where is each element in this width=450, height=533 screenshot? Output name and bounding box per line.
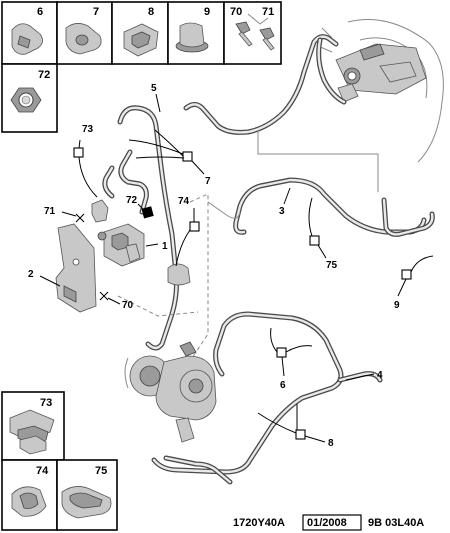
- callout-box-73: [73, 147, 84, 158]
- part-number-74: 74: [36, 465, 49, 477]
- callout-70: 70: [122, 300, 134, 311]
- part-number-6: 6: [37, 6, 43, 18]
- callout-box-72: [141, 206, 154, 219]
- clip-7-icon: [65, 23, 102, 55]
- callout-2: 2: [28, 269, 34, 280]
- parts-legend-top: 6 7 8 9 70 71: [1, 1, 282, 133]
- callout-3: 3: [279, 206, 285, 217]
- callout-box-74: [189, 221, 200, 232]
- callout-1: 1: [162, 241, 168, 252]
- callout-box-75: [309, 235, 320, 246]
- callout-75: 75: [326, 260, 338, 271]
- callout-71: 71: [44, 206, 56, 217]
- clip-8-icon: [123, 23, 159, 57]
- clip-74-icon: [11, 486, 47, 517]
- part-number-8: 8: [148, 6, 154, 18]
- solenoid-valve-1: [97, 223, 145, 267]
- bracket-2: [55, 223, 97, 313]
- callout-9: 9: [394, 300, 400, 311]
- parts-legend-bottom: 73 74 75: [1, 391, 118, 531]
- part-number-72: 72: [38, 69, 50, 81]
- callout-7: 7: [205, 176, 211, 187]
- callout-6: 6: [280, 380, 286, 391]
- part-number-75: 75: [95, 465, 107, 477]
- callout-8: 8: [328, 438, 334, 449]
- bolt-70-icon: [235, 21, 253, 47]
- hose-clip-74: [167, 263, 191, 286]
- footer-date: 01/2008: [307, 517, 347, 529]
- callout-74: 74: [178, 196, 190, 207]
- callout-73: 73: [82, 124, 94, 135]
- footer-date-box: [302, 514, 362, 531]
- small-valve: [91, 199, 109, 223]
- turbocharger: [124, 341, 217, 443]
- callout-5: 5: [151, 83, 157, 94]
- callout-72: 72: [126, 195, 138, 206]
- clip-9-icon: [175, 22, 209, 53]
- clip-75-icon: [61, 486, 112, 519]
- bolt-71-icon: [259, 27, 275, 51]
- footer: 1720Y40A 01/2008 9B 03L40A: [233, 514, 424, 531]
- hose-3: [233, 177, 427, 235]
- footer-code: 1720Y40A: [233, 517, 285, 529]
- callout-box-8: [295, 429, 306, 440]
- part-number-73: 73: [40, 397, 52, 409]
- clip-73-icon: [9, 409, 55, 455]
- part-number-71: 71: [262, 6, 274, 18]
- callout-box-7: [182, 151, 193, 162]
- part-number-7: 7: [93, 6, 99, 18]
- callout-box-9: [401, 269, 412, 280]
- clip-6-icon: [11, 23, 43, 55]
- part-number-9: 9: [204, 6, 210, 18]
- brake-servo-assembly: [247, 13, 444, 163]
- nut-72-icon: [10, 87, 42, 113]
- callout-4: 4: [377, 370, 383, 381]
- footer-ref: 9B 03L40A: [368, 517, 424, 529]
- callouts: 1 2 3 4 5 6 7 8 9 70: [28, 83, 434, 449]
- part-number-70: 70: [230, 6, 242, 18]
- hoses: [102, 34, 435, 485]
- callout-box-6: [276, 347, 287, 358]
